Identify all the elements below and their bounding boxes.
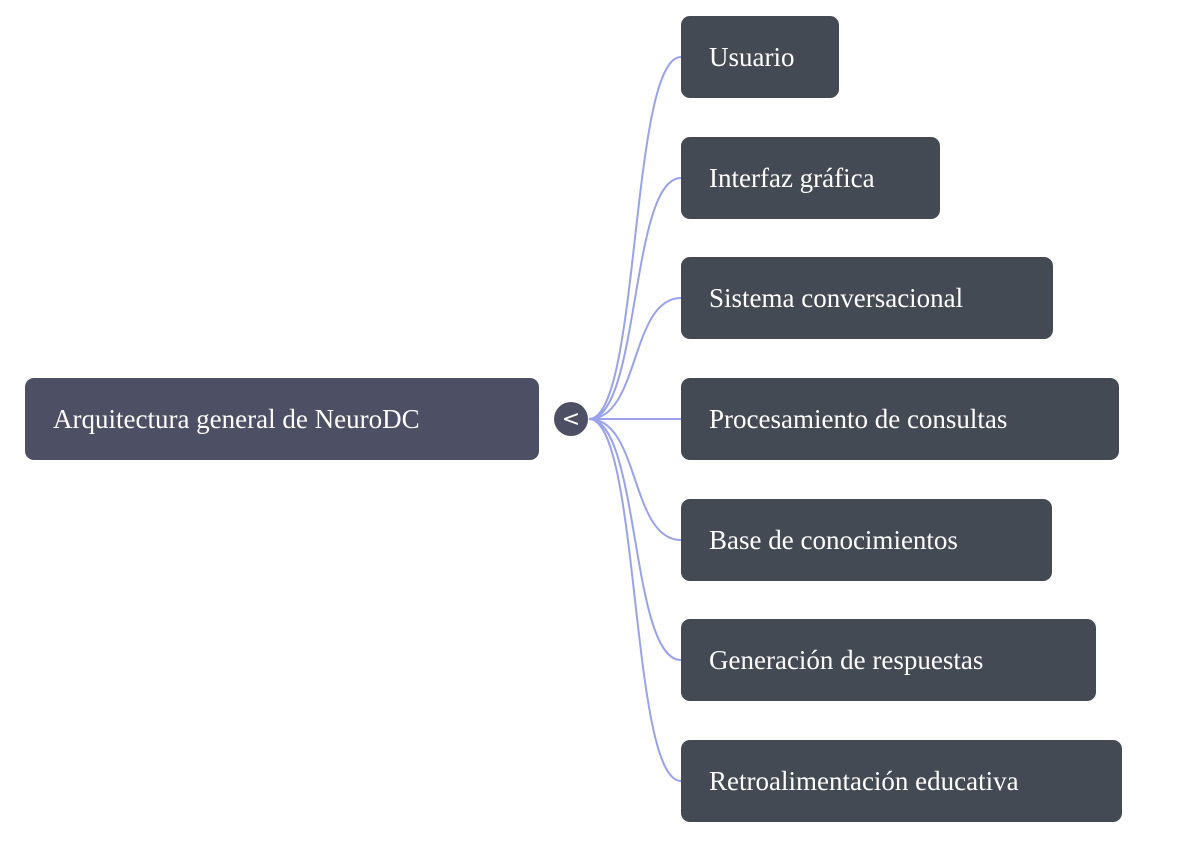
node-base-de-conocimientos-label: Base de conocimientos	[709, 524, 958, 555]
node-procesamiento-de-consultas[interactable]: Procesamiento de consultas	[681, 378, 1119, 460]
chevron-left-icon: <	[561, 406, 581, 432]
node-interfaz-grafica-label: Interfaz gráfica	[709, 162, 875, 193]
connector-interfaz-grafica	[588, 177, 682, 420]
connector-retroalimentacion-educativa	[588, 418, 682, 782]
node-usuario-label: Usuario	[709, 41, 795, 72]
node-sistema-conversacional[interactable]: Sistema conversacional	[681, 257, 1053, 339]
root-node[interactable]: Arquitectura general de NeuroDC	[25, 378, 539, 460]
node-retroalimentacion-educativa-label: Retroalimentación educativa	[709, 765, 1019, 796]
node-sistema-conversacional-label: Sistema conversacional	[709, 282, 964, 313]
root-node-label: Arquitectura general de NeuroDC	[53, 403, 420, 434]
node-retroalimentacion-educativa[interactable]: Retroalimentación educativa	[681, 740, 1122, 822]
node-base-de-conocimientos[interactable]: Base de conocimientos	[681, 499, 1052, 581]
connector-generacion-de-respuestas	[588, 418, 682, 661]
connector-sistema-conversacional	[588, 297, 682, 420]
node-procesamiento-de-consultas-label: Procesamiento de consultas	[709, 403, 1008, 434]
node-interfaz-grafica[interactable]: Interfaz gráfica	[681, 137, 940, 219]
node-generacion-de-respuestas[interactable]: Generación de respuestas	[681, 619, 1096, 701]
node-generacion-de-respuestas-label: Generación de respuestas	[709, 644, 984, 675]
collapse-toggle-button[interactable]: <	[554, 402, 588, 436]
connector-usuario	[588, 56, 682, 420]
connector-base-de-conocimientos	[588, 418, 682, 541]
node-usuario[interactable]: Usuario	[681, 16, 839, 98]
